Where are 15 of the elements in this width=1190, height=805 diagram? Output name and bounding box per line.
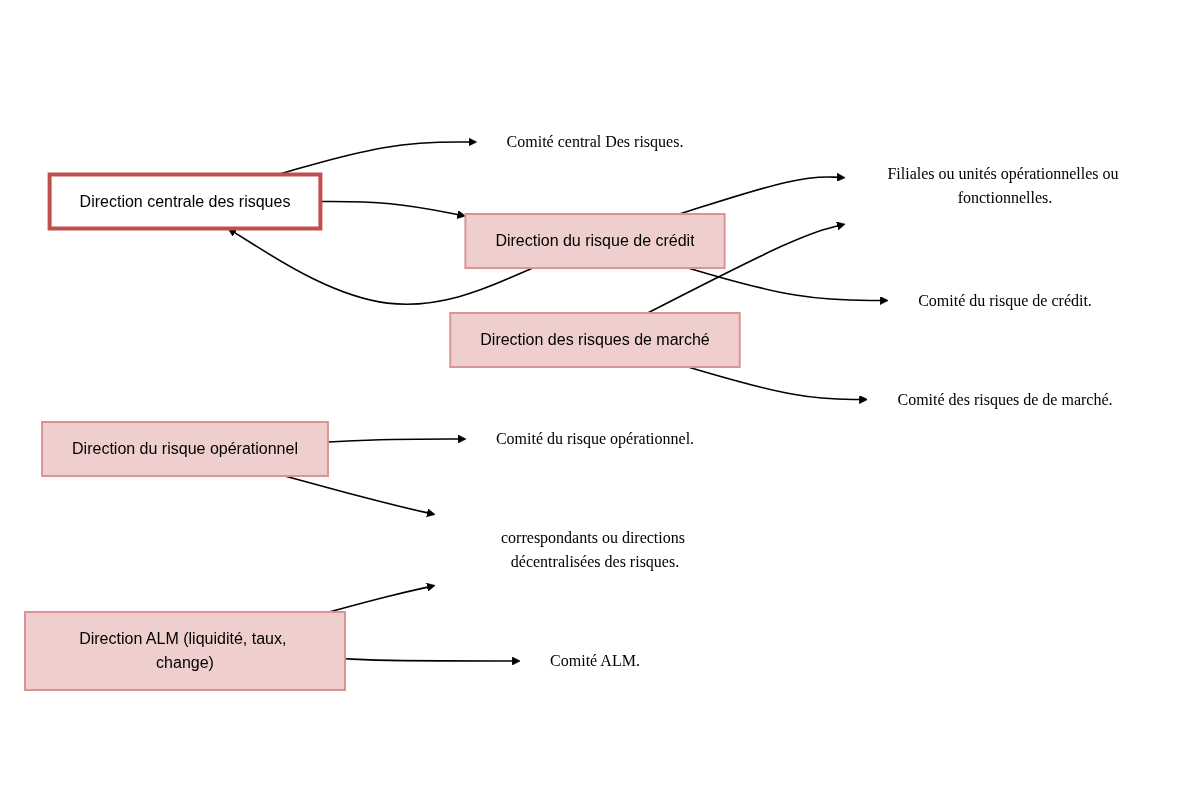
node-box: Direction des risques de marché bbox=[449, 312, 741, 368]
node-box: Direction centrale des risques bbox=[47, 172, 323, 231]
node-text: Comité ALM. bbox=[550, 652, 640, 669]
node-text: Comité du risque opérationnel. bbox=[495, 430, 695, 447]
node-text: Comité des risques de de marché. bbox=[897, 390, 1113, 408]
arrow bbox=[646, 221, 846, 314]
arrow bbox=[328, 582, 436, 613]
node-box: Direction du risque opérationnel bbox=[41, 421, 329, 477]
node-box: Direction ALM (liquidité, taux, change) bbox=[24, 611, 346, 691]
arrow bbox=[327, 434, 467, 444]
node-text: correspondants ou directions décentralisées des risques. bbox=[501, 529, 685, 570]
node-text: Comité central Des risques. bbox=[506, 133, 684, 150]
node-box: Direction du risque de crédit bbox=[464, 213, 726, 269]
node-text: Comité du risque de crédit. bbox=[918, 291, 1092, 309]
node-text: Filiales ou unités opérationnelles ou fonctionnelles. bbox=[887, 164, 1119, 206]
